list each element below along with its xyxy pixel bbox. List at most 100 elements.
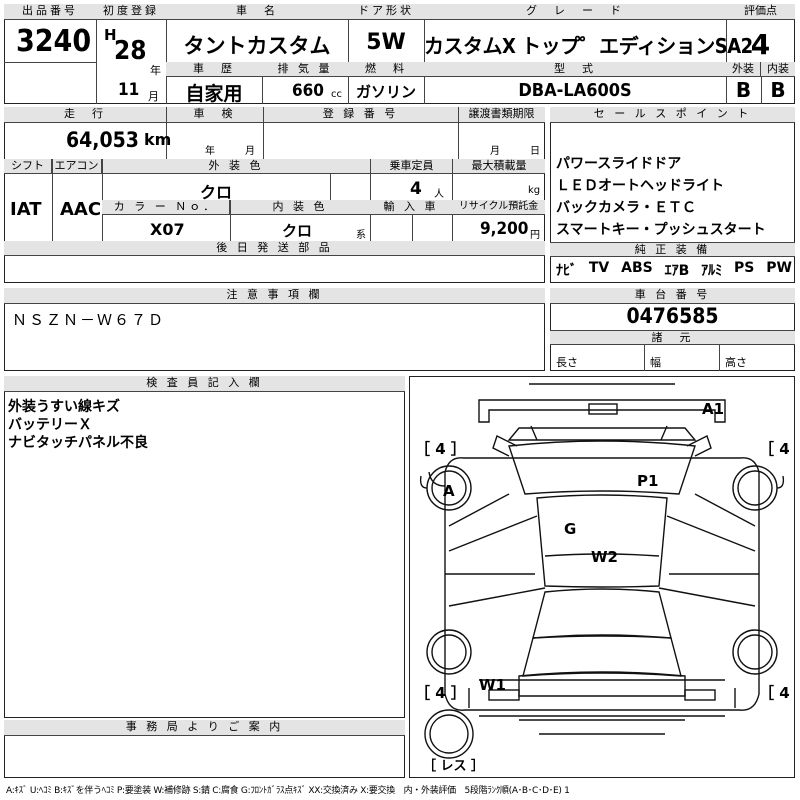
int-color-label: 内 装 色 <box>230 200 370 215</box>
ext-color: クロ <box>199 183 232 202</box>
notes: ＮＳＺＮ－Ｗ６７Ｄ <box>12 311 166 329</box>
fuel: ガソリン <box>355 83 416 101</box>
max-load-unit: kg <box>528 185 541 196</box>
int-color: クロ <box>282 222 313 240</box>
equipment-item: ｱﾙﾐ <box>701 263 723 279</box>
capacity-unit: 人 <box>434 189 444 200</box>
sales-point-item: バックカメラ・ＥＴＣ <box>556 200 696 216</box>
capacity-label: 乗車定員 <box>370 159 452 174</box>
capacity: 4 <box>410 179 422 199</box>
tire-front-right: ［ 4 ］ <box>759 440 795 458</box>
spare-tire: ［ レス ］ <box>423 758 484 774</box>
door-type: 5W <box>366 30 406 55</box>
chassis-number: 0476585 <box>626 304 719 328</box>
equipment-item: TV <box>588 260 610 276</box>
sales-points-label: セ ー ル ス ポ イ ン ト <box>550 107 795 123</box>
inspection-year-unit: 年 <box>205 146 215 157</box>
fuel-label: 燃 料 <box>348 62 424 77</box>
color-no-label: カ ラ ー Ｎｏ． <box>102 200 230 215</box>
displacement-label: 排 気 量 <box>262 62 348 77</box>
score: 4 <box>750 28 771 61</box>
aircon: AAC <box>60 199 102 220</box>
tire-front-left: ［ 4 ］ <box>415 440 466 458</box>
car-diagram: ［ 4 ］ ［ 4 ］ ［ 4 ］ ［ 4 ］ A1 A P1 G W2 W1 … <box>415 383 795 774</box>
spec-length-label: 長さ <box>556 356 578 369</box>
spec-width-label: 幅 <box>650 356 661 369</box>
tire-rear-right: ［ 4 ］ <box>759 684 795 702</box>
car-name-label: 車 名 <box>166 4 348 20</box>
shift-label: シフト <box>4 159 52 174</box>
interior-score: B <box>770 78 786 102</box>
registration-year-unit: 年 <box>150 64 161 77</box>
history: 自家用 <box>185 83 243 105</box>
damage-mark: P1 <box>637 472 658 490</box>
equipment-item: PS <box>734 260 755 276</box>
spec-height-label: 高さ <box>725 356 747 369</box>
inspector-line: ナビタッチパネル不良 <box>8 435 148 451</box>
score-label: 評価点 <box>726 4 795 20</box>
displacement: 660 <box>292 81 324 101</box>
door-label: ドア形状 <box>348 4 424 20</box>
registration-month: 11 <box>118 80 140 100</box>
inspection-month-unit: 月 <box>245 146 255 157</box>
plate-label: 登 録 番 号 <box>263 107 458 123</box>
inspector-label: 検 査 員 記 入 欄 <box>4 376 405 392</box>
specs-label: 諸 元 <box>550 330 795 345</box>
transfer-label: 譲渡書類期限 <box>458 107 545 123</box>
max-load-label: 最大積載量 <box>452 159 545 174</box>
equipment-item: ABS <box>621 260 653 276</box>
int-color-unit: 系 <box>356 230 366 241</box>
damage-mark: W2 <box>591 548 618 566</box>
displacement-unit: cc <box>331 89 342 100</box>
model: DBA-LA600S <box>518 80 632 101</box>
damage-mark: W1 <box>479 676 506 694</box>
tire-rear-left: ［ 4 ］ <box>415 684 466 702</box>
equipment-list: ﾅﾋﾞ TV ABS ｴｱB ｱﾙﾐ PS PW <box>556 260 792 280</box>
mileage-unit: km <box>144 130 172 149</box>
sales-point-item: スマートキー・プッシュスタート <box>556 222 766 238</box>
damage-mark: G <box>564 520 576 538</box>
equipment-label: 純 正 装 備 <box>550 242 795 257</box>
import-label: 輸 入 車 <box>370 200 452 215</box>
mileage-label: 走 行 <box>4 107 166 123</box>
equipment-item: ｴｱB <box>664 263 690 279</box>
sales-point-item: パワースライドドア <box>556 156 682 172</box>
registration-era: H <box>104 26 117 44</box>
sales-point-item: ＬＥＤオートヘッドライト <box>556 178 724 194</box>
legend: A:ｷｽﾞ U:ﾍｺﾐ B:ｷｽﾞを伴うﾍｺﾐ P:要塗装 W:補修跡 S:錆 … <box>6 786 570 796</box>
grade: カスタムX トップ゜エディションSA2 <box>424 34 753 58</box>
car-diagram-box <box>409 376 795 778</box>
exterior-score: B <box>735 78 752 102</box>
interior-label: 内装 <box>761 62 795 77</box>
notes-label: 注 意 事 項 欄 <box>4 288 545 304</box>
equipment-item: PW <box>766 260 792 276</box>
damage-mark: A <box>443 482 455 500</box>
recycle-fee: 9,200 <box>480 219 529 239</box>
exterior-label: 外装 <box>726 62 761 77</box>
history-label: 車 歴 <box>166 62 262 77</box>
inspector-line: バッテリーＸ <box>8 417 92 433</box>
registration-month-unit: 月 <box>148 90 159 103</box>
equipment-item: ﾅﾋﾞ <box>556 263 577 279</box>
grade-label: グ レ ー ド <box>424 4 726 20</box>
ext-color-label: 外 装 色 <box>102 159 370 174</box>
later-parts-label: 後 日 発 送 部 品 <box>4 241 545 256</box>
damage-mark: A1 <box>702 400 724 418</box>
recycle-label: リサイクル預託金 <box>452 200 545 215</box>
registration-year: 28 <box>114 36 147 66</box>
inspection-label: 車 検 <box>166 107 263 123</box>
chassis-label: 車 台 番 号 <box>550 288 795 304</box>
transfer-month-unit: 月 <box>490 146 500 157</box>
aircon-label: エアコン <box>52 159 102 174</box>
car-name: タントカスタム <box>183 34 331 58</box>
lot-label: 出品番号 <box>4 4 96 20</box>
model-label: 型 式 <box>424 62 726 77</box>
recycle-unit: 円 <box>530 230 540 241</box>
transfer-day-unit: 日 <box>530 146 540 157</box>
mileage: 64,053 <box>66 128 139 152</box>
shift: IAT <box>10 199 42 220</box>
inspector-line: 外装うすい線キズ <box>8 399 120 415</box>
lot-number: 3240 <box>16 24 92 59</box>
color-no: X07 <box>150 220 185 239</box>
registration-label: 初度登録 <box>96 4 166 20</box>
